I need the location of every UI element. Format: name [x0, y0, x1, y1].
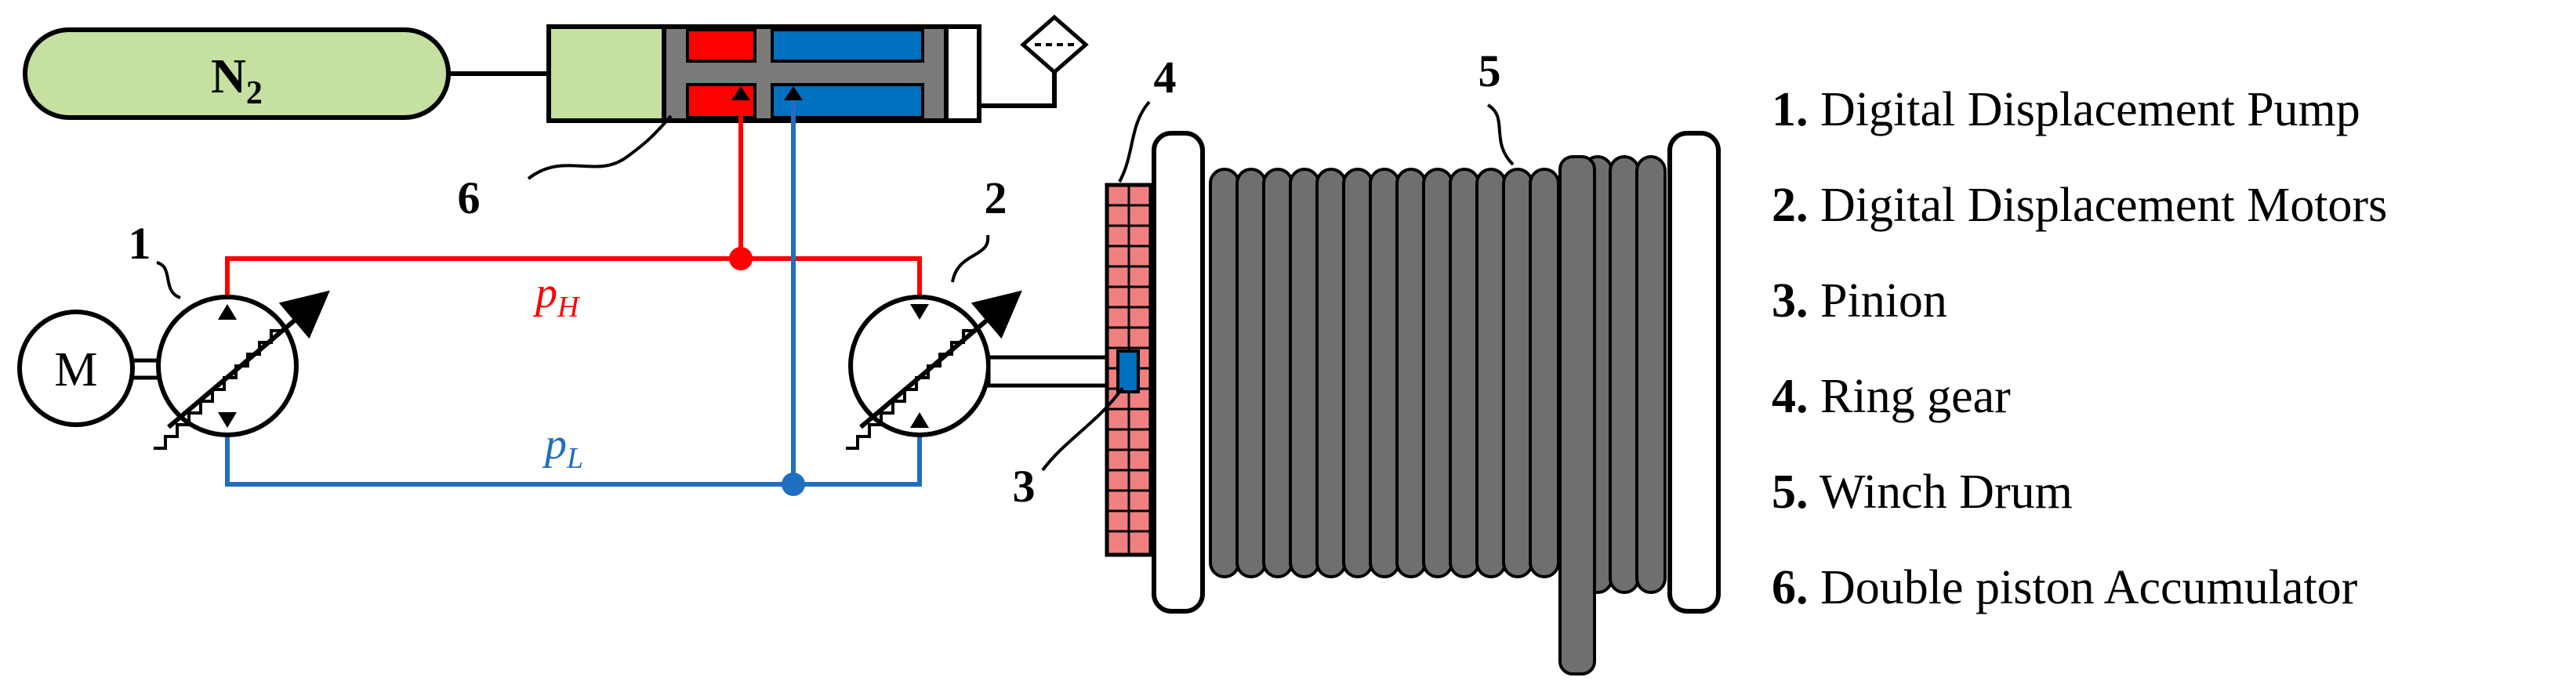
drum-left-flange — [1152, 131, 1205, 614]
legend-item-2: 2. Digital Displacement Motors — [1772, 179, 2387, 232]
ring-gear — [1105, 183, 1153, 557]
motor2-variable-arrow — [859, 290, 1022, 429]
digital-displacement-motor — [846, 290, 1022, 450]
port-arrow-red — [731, 86, 750, 100]
accumulator-gas-chamber — [546, 24, 666, 123]
legend: 1. Digital Displacement Pump 2. Digital … — [1772, 83, 2387, 614]
callout-6: 6 — [458, 172, 481, 223]
double-piston-accumulator — [546, 14, 1089, 123]
high-pressure-line — [225, 88, 922, 304]
accumulator-red-upper — [686, 28, 756, 63]
drum-rope-wraps — [1209, 155, 1667, 675]
drum-right-flange — [1667, 131, 1721, 614]
pump-variable-arrow — [167, 290, 330, 429]
high-pressure-junction — [729, 247, 753, 270]
pinion — [1116, 350, 1140, 393]
callouts: 1 2 3 4 5 6 — [129, 45, 1515, 512]
pump-arrow-down — [218, 412, 237, 428]
nitrogen-tank-label: N2 — [211, 50, 263, 111]
legend-item-5: 5. Winch Drum — [1772, 465, 2073, 519]
vent-filter-icon — [1020, 14, 1089, 75]
nitrogen-tank: N2 — [23, 27, 451, 120]
callout-2-leader — [951, 234, 990, 283]
legend-item-6: 6. Double piston Accumulator — [1772, 561, 2358, 614]
low-pressure-label: pL — [542, 420, 583, 475]
motor2-arrow-down — [910, 304, 929, 320]
legend-item-1: 1. Digital Displacement Pump — [1772, 83, 2360, 136]
digital-displacement-pump — [154, 290, 330, 450]
pump-arrow-up — [218, 304, 237, 320]
callout-2: 2 — [985, 172, 1007, 223]
legend-item-3: 3. Pinion — [1772, 274, 1947, 328]
callout-1: 1 — [129, 218, 151, 269]
callout-3-leader — [1041, 386, 1124, 472]
port-arrow-blue — [784, 86, 803, 100]
low-pressure-junction — [782, 473, 805, 496]
accumulator-red-lower — [686, 83, 756, 119]
accumulator-end-cap — [944, 24, 981, 123]
callout-4: 4 — [1154, 52, 1177, 103]
winch-drum — [1152, 131, 1721, 675]
callout-5-leader — [1486, 103, 1515, 166]
motor-drive-shaft — [986, 355, 1120, 388]
callout-3: 3 — [1013, 461, 1036, 512]
accumulator-vent-pipe — [979, 72, 1057, 108]
motor-label: M — [54, 343, 97, 397]
rope-tail — [1558, 155, 1596, 675]
callout-5: 5 — [1478, 45, 1501, 96]
callout-4-leader — [1118, 100, 1151, 183]
accumulator-blue-upper — [771, 28, 924, 63]
electric-motor: M — [17, 310, 135, 427]
accumulator-blue-lower — [771, 83, 924, 119]
callout-1-leader — [156, 261, 181, 299]
legend-item-4: 4. Ring gear — [1772, 370, 2011, 423]
callout-6-leader — [527, 114, 673, 180]
low-pressure-line — [225, 88, 922, 496]
high-pressure-label: pH — [532, 269, 581, 324]
motor2-arrow-up — [910, 412, 929, 428]
